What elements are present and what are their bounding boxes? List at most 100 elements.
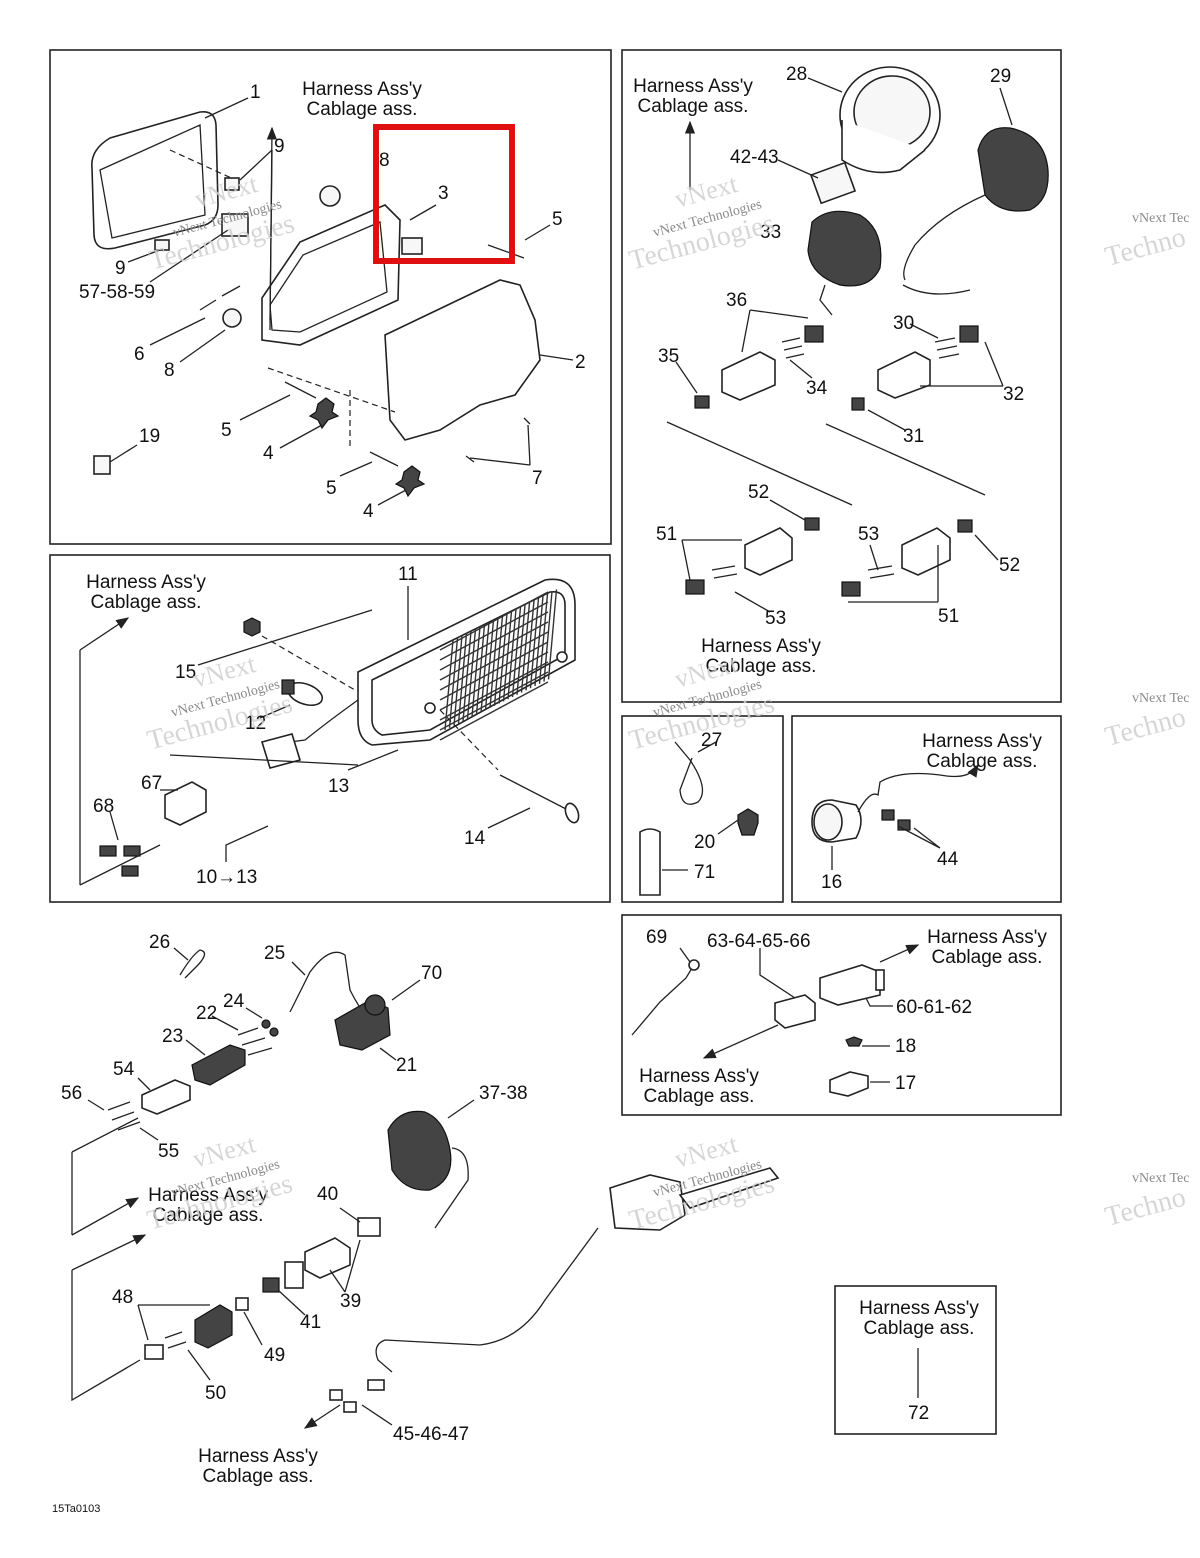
harness-label-p1-line2: Cablage ass. [307, 99, 418, 120]
callout-42-43: 42-43 [730, 147, 779, 168]
callout-53b: 53 [858, 524, 879, 545]
callout-69: 69 [646, 927, 667, 948]
callout-12: 12 [245, 713, 266, 734]
callout-57-58-59: 57-58-59 [79, 282, 155, 303]
grille-line [439, 631, 549, 691]
panel-sensor [621, 914, 1062, 1116]
harness-label-p5-line1: Harness Ass'y [922, 731, 1042, 752]
harness-arrow-bottom-c [303, 1404, 341, 1429]
grille-line [439, 671, 549, 731]
callout-19: 19 [139, 426, 160, 447]
brake-master-cylinder [609, 1174, 686, 1231]
terminal-68-a [99, 845, 117, 857]
harness-label-p6b-line1: Harness Ass'y [639, 1066, 759, 1087]
watermark-edge: vNext Tec Techno vNext Tec Techno vNext … [1102, 211, 1190, 1233]
bracket-17 [829, 1071, 869, 1097]
harness-label-p2-line1: Harness Ass'y [633, 76, 753, 97]
callout-8a: 8 [379, 150, 390, 171]
grille-line [439, 611, 549, 671]
clip-19 [93, 455, 111, 475]
watermark-2: vNext vNext Technologies Technologies [626, 169, 778, 277]
harness-label-p3-line2: Cablage ass. [91, 592, 202, 613]
harness-arrow-panel5 [967, 763, 979, 778]
callout-35: 35 [658, 346, 679, 367]
callout-70: 70 [421, 963, 442, 984]
callout-21: 21 [396, 1055, 417, 1076]
knob-4-b [394, 465, 426, 498]
sensor-assembly [631, 944, 920, 1097]
callout-5a: 5 [552, 209, 563, 230]
harness-label-b2-line1: Harness Ass'y [198, 1446, 318, 1467]
callout-36: 36 [726, 290, 747, 311]
grille-line [511, 606, 522, 698]
lamp-assembly [811, 763, 979, 870]
callout-67: 67 [141, 773, 162, 794]
seal-50 [144, 1344, 164, 1360]
seal-40 [357, 1217, 381, 1237]
grille-line [538, 593, 549, 684]
harness-label-p6a-line2: Cablage ass. [932, 947, 1043, 968]
callout-53a: 53 [765, 608, 786, 629]
lock-31 [851, 397, 865, 411]
sensor-69 [631, 967, 693, 1036]
callout-51b: 51 [938, 606, 959, 627]
grille-line [547, 589, 558, 680]
connector-51-left [744, 527, 793, 576]
grommet-8-left [222, 308, 242, 328]
harness-label-p6b-line2: Cablage ass. [644, 1086, 755, 1107]
callout-72: 72 [908, 1403, 929, 1424]
connector-48 [194, 1304, 233, 1349]
cable-tie-26 [179, 949, 206, 979]
lock-41 [262, 1277, 280, 1293]
callout-17: 17 [895, 1073, 916, 1094]
callout-4b: 4 [363, 501, 374, 522]
grille-line [502, 611, 513, 702]
nut-15 [243, 617, 261, 637]
harness-label-p72-line2: Cablage ass. [864, 1318, 975, 1339]
harness-label-p2b-line1: Harness Ass'y [701, 636, 821, 657]
grille-line [534, 595, 544, 687]
grille-line [543, 591, 553, 682]
harness-arrow-panel6a [879, 944, 920, 963]
gauge-assembly [666, 66, 1049, 613]
panel-gauges [621, 49, 1062, 703]
callout-2: 2 [575, 352, 586, 373]
callout-5c: 5 [326, 478, 337, 499]
seal-30 [959, 325, 979, 343]
terminal-68-c [121, 865, 139, 877]
terminal-46 [343, 1401, 357, 1413]
callout-31: 31 [903, 426, 924, 447]
harness-arrow-panel3 [79, 617, 130, 651]
callout-11: 11 [398, 564, 418, 585]
lock-35 [694, 395, 710, 409]
harness-label-b2-line2: Cablage ass. [203, 1466, 314, 1487]
terminal-45 [329, 1389, 343, 1401]
callout-25: 25 [264, 943, 285, 964]
grille-line [439, 661, 549, 721]
callout-28: 28 [786, 64, 807, 85]
key-70 [364, 994, 386, 1016]
clip-9-left [154, 239, 170, 251]
grille-line [439, 681, 549, 741]
connector-23 [191, 1044, 246, 1086]
callout-1: 1 [250, 82, 261, 103]
svg-text:Techno: Techno [1102, 1182, 1189, 1233]
callout-29: 29 [990, 66, 1011, 87]
callout-16: 16 [821, 872, 842, 893]
callout-7: 7 [532, 468, 543, 489]
harness-label-p2-line2: Cablage ass. [638, 96, 749, 117]
screw-20 [737, 808, 759, 836]
callout-3: 3 [438, 183, 449, 204]
callout-33: 33 [760, 222, 781, 243]
harness-label-p1-line1: Harness Ass'y [302, 79, 422, 100]
grille-line [439, 651, 549, 711]
sleeve-71 [639, 828, 661, 896]
cable-tie-27 [674, 741, 704, 805]
harness-label-p3-line1: Harness Ass'y [86, 572, 206, 593]
callout-50: 50 [205, 1383, 226, 1404]
terminal-47 [367, 1379, 385, 1391]
callout-23: 23 [162, 1026, 183, 1047]
headlight-assembly [91, 97, 574, 506]
connector-67 [164, 781, 207, 826]
